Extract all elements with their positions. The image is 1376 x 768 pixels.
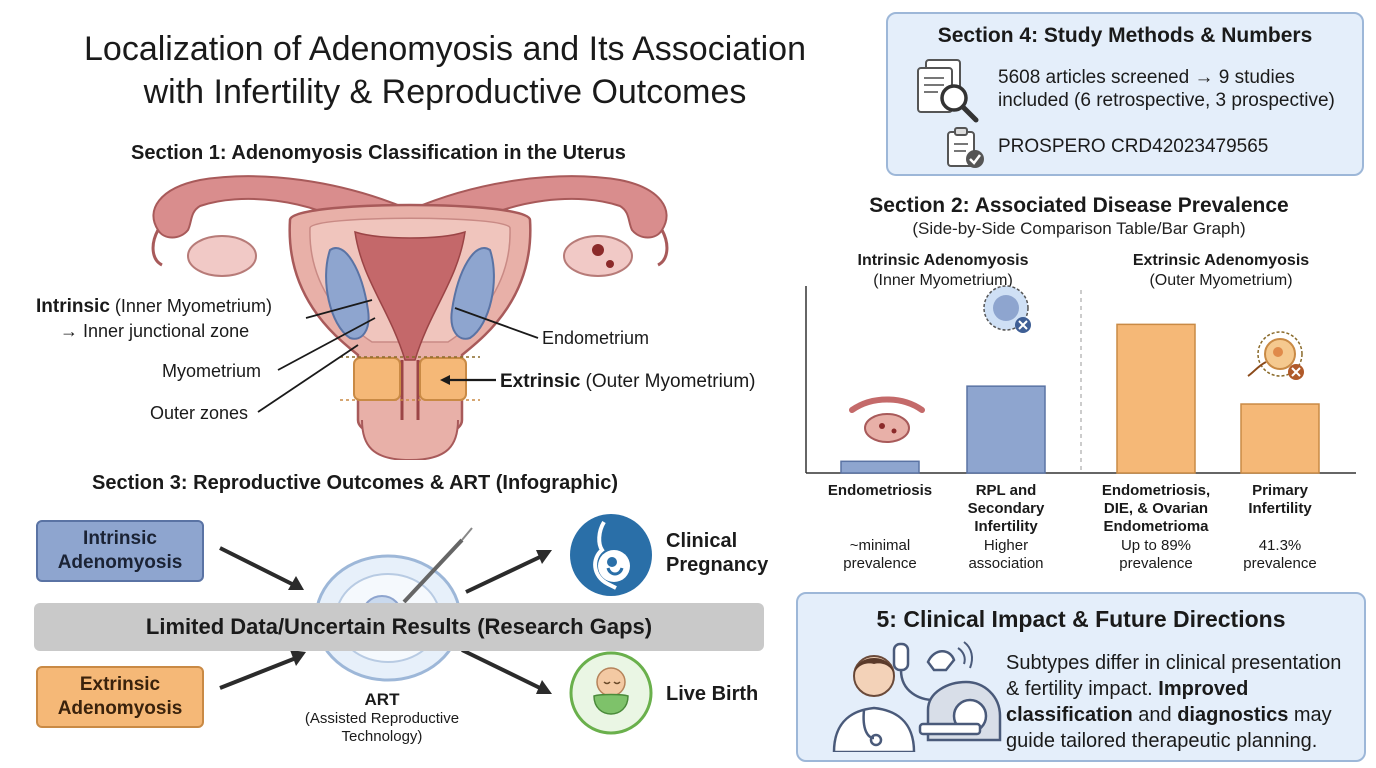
category-label-0: Endometriosis — [828, 482, 932, 499]
section5-panel: 5: Clinical Impact & Future Directions S… — [796, 592, 1366, 762]
label-intrinsic-bold: Intrinsic — [36, 296, 110, 317]
section5-line4: guide tailored therapeutic planning. — [1006, 730, 1318, 752]
extrinsic-box-line1: Extrinsic — [79, 674, 161, 695]
art-sub-line2: Technology) — [341, 728, 423, 745]
section5-t3: Improved — [1158, 678, 1249, 700]
section4-line2: included (6 retrospective, 3 prospective… — [998, 90, 1335, 111]
section5-t5: and — [1132, 704, 1178, 726]
intrinsic-box-line1: Intrinsic — [83, 528, 157, 549]
pregnancy-icon — [570, 514, 652, 596]
section4-panel: Section 4: Study Methods & Numbers 5608 … — [886, 12, 1364, 176]
label-intrinsic-rest: (Inner Myometrium) — [109, 296, 272, 316]
extrinsic-box-line2: Adenomyosis — [57, 698, 183, 719]
page-title: Localization of Adenomyosis and Its Asso… — [10, 28, 880, 114]
research-gaps-bar: Limited Data/Uncertain Results (Research… — [34, 603, 764, 651]
section5-t6: diagnostics — [1177, 704, 1289, 726]
label-outer-zones: Outer zones — [150, 403, 249, 423]
section5-t4: classification — [1006, 704, 1133, 726]
label-intrinsic: Intrinsic (Inner Myometrium) — [36, 296, 272, 318]
section5-line1: Subtypes differ in clinical presentation — [1006, 652, 1342, 674]
art-label: ART (Assisted Reproductive Technology) — [278, 690, 486, 746]
intrinsic-box-line2: Adenomyosis — [57, 552, 183, 573]
label-extrinsic-bold: Extrinsic — [500, 371, 581, 392]
prospero-id: PROSPERO CRD42023479565 — [998, 136, 1269, 157]
section5-line3: classification and diagnostics may — [1006, 702, 1362, 728]
group-intrinsic-sub: (Inner Myometrium) — [873, 272, 1013, 289]
document-search-icon — [917, 59, 979, 123]
egg-sperm-cross-icon — [1247, 331, 1304, 380]
section5-t2: & fertility impact. — [1006, 678, 1159, 700]
value-label-2: Up to 89%prevalence — [1119, 537, 1192, 572]
bar-3 — [1240, 403, 1320, 474]
title-line-2: with Infertility & Reproductive Outcomes — [143, 73, 747, 111]
label-inner-junctional-zone: → Inner junctional zone — [60, 321, 250, 341]
section2-subheading: (Side-by-Side Comparison Table/Bar Graph… — [912, 219, 1246, 238]
group-extrinsic-sub: (Outer Myometrium) — [1149, 272, 1293, 289]
label-extrinsic-rest: (Outer Myometrium) — [580, 371, 756, 392]
group-extrinsic-header: Extrinsic Adenomyosis (Outer Myometrium) — [1108, 251, 1334, 291]
section2-heading: Section 2: Associated Disease Prevalence — [869, 194, 1289, 217]
label-extrinsic: Extrinsic (Outer Myometrium) — [500, 371, 756, 393]
section3-heading: Section 3: Reproductive Outcomes & ART (… — [92, 472, 618, 494]
embryo-cross-icon — [983, 285, 1031, 333]
clipboard-check-icon — [947, 127, 984, 168]
section4-heading: Section 4: Study Methods & Numbers — [937, 24, 1313, 47]
group-intrinsic-title: Intrinsic Adenomyosis — [857, 252, 1029, 269]
label-endometrium: Endometrium — [542, 328, 650, 348]
clinical-pregnancy-line2: Pregnancy — [666, 554, 769, 576]
section4-line1: 5608 articles screened → 9 studies — [998, 67, 1295, 88]
section1-heading: Section 1: Adenomyosis Classification in… — [131, 142, 626, 164]
group-extrinsic-title: Extrinsic Adenomyosis — [1132, 252, 1310, 269]
section4-stats: 5608 articles screened → 9 studies inclu… — [998, 66, 1335, 112]
value-label-3: 41.3%prevalence — [1243, 537, 1316, 572]
clinical-pregnancy-line1: Clinical — [666, 530, 738, 552]
bar-1 — [966, 385, 1046, 474]
art-sub-line1: (Assisted Reproductive — [304, 710, 460, 727]
bar-2 — [1116, 323, 1196, 474]
section1-pointers — [257, 299, 539, 413]
art-title: ART — [364, 690, 400, 709]
bar-0 — [840, 460, 920, 474]
doctor-imaging-icon — [832, 641, 1002, 752]
section5-heading: 5: Clinical Impact & Future Directions — [876, 606, 1286, 632]
live-birth-label: Live Birth — [666, 683, 759, 705]
baby-icon — [569, 651, 653, 735]
section5-text: Subtypes differ in clinical presentation… — [1006, 650, 1362, 754]
section5-t7: may — [1288, 704, 1332, 726]
title-line-1: Localization of Adenomyosis and Its Asso… — [84, 30, 806, 68]
group-intrinsic-header: Intrinsic Adenomyosis (Inner Myometrium) — [830, 251, 1056, 291]
section5-line2: & fertility impact. Improved — [1006, 676, 1362, 702]
ovary-endometriosis-icon — [849, 396, 925, 443]
clinical-pregnancy-label: Clinical Pregnancy — [666, 529, 768, 577]
label-myometrium: Myometrium — [162, 361, 262, 381]
